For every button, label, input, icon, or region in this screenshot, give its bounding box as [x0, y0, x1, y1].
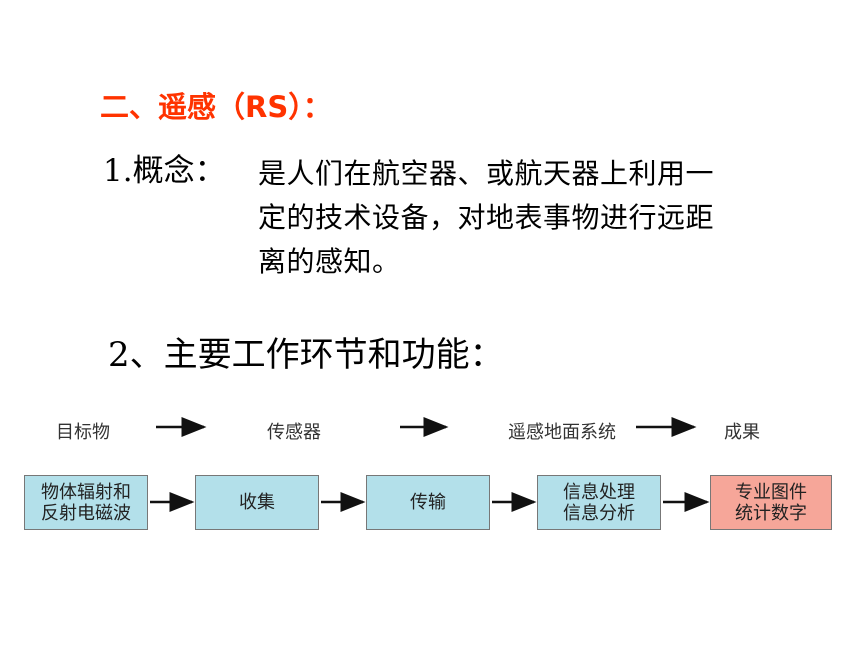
box-transmission: 传输 [366, 475, 490, 530]
box-maps-statistics: 专业图件统计数字 [710, 475, 832, 530]
stage-label-sensor: 传感器 [267, 422, 321, 443]
concept-text-line: 离的感知。 [258, 245, 401, 278]
stage-label-ground-system: 遥感地面系统 [508, 422, 616, 443]
concept-text-line: 定的技术设备，对地表事物进行远距 [258, 201, 715, 234]
concept-label: 1.概念： [103, 153, 226, 189]
box-processing-analysis: 信息处理信息分析 [537, 475, 661, 530]
section-heading-rs: 二、遥感（RS）： [100, 90, 332, 124]
box-collection: 收集 [195, 475, 319, 530]
stage-label-target: 目标物 [56, 422, 110, 443]
stage-label-result: 成果 [724, 422, 760, 443]
box-radiation-reflection: 物体辐射和反射电磁波 [24, 475, 148, 530]
section-title-workflow: 2、主要工作环节和功能： [108, 335, 504, 375]
concept-text-line: 是人们在航空器、或航天器上利用一 [258, 157, 715, 190]
